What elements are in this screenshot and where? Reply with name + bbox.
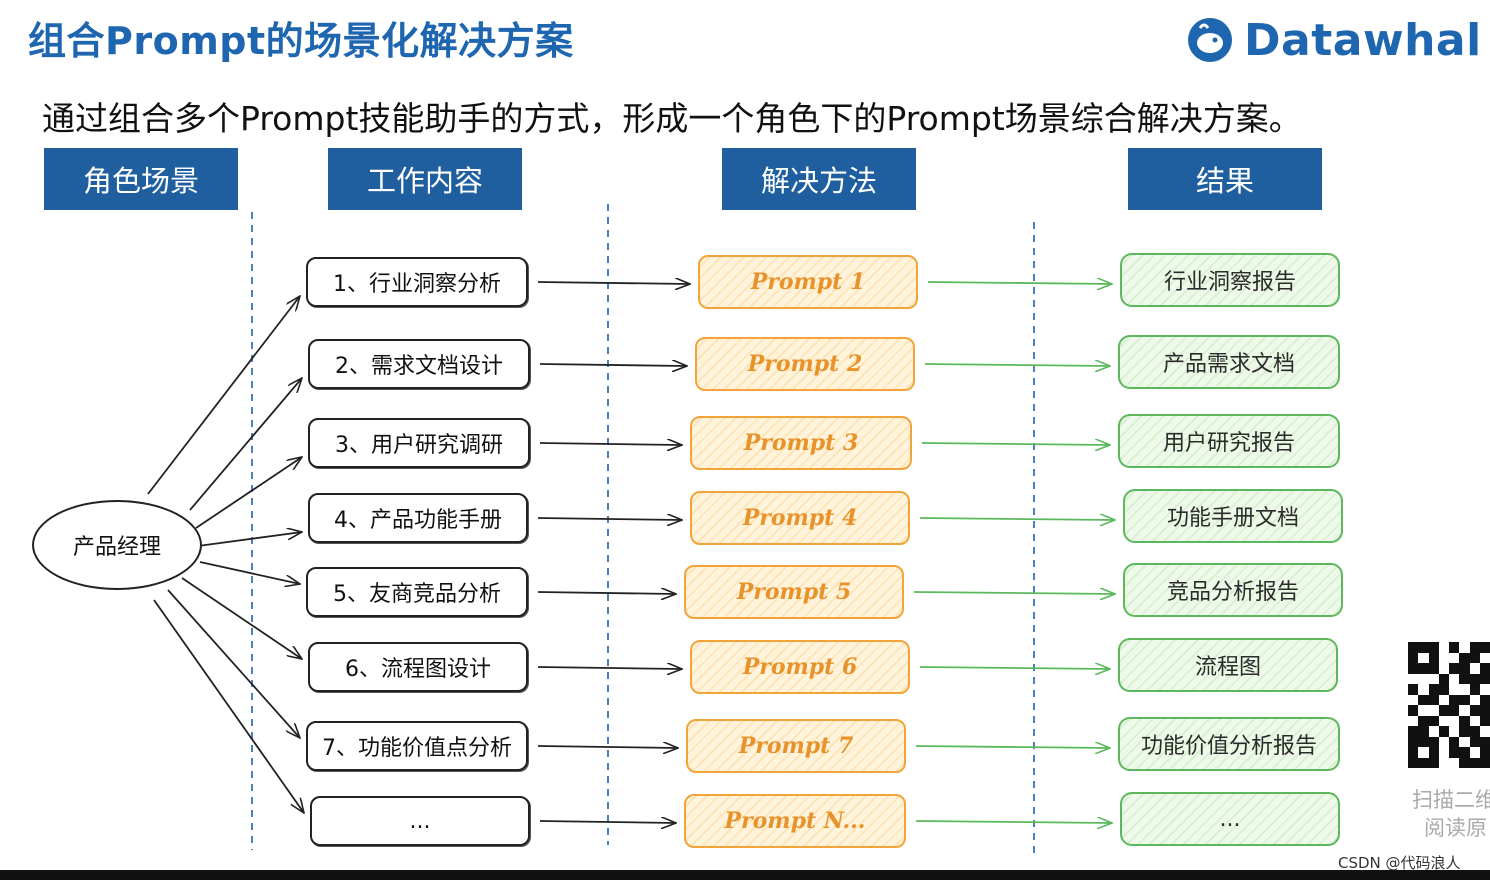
prompt-to-result-arrow [915,746,1110,748]
task-box: 6、流程图设计 [308,642,528,692]
prompt-box: Prompt 2 [695,337,915,391]
prompt-to-result-arrow [921,443,1110,445]
role-to-task-arrow [167,589,300,738]
prompt-to-result-arrow [919,518,1115,520]
task-to-prompt-arrow [539,364,687,366]
task-box: 4、产品功能手册 [308,493,528,543]
result-box: 产品需求文档 [1118,335,1340,389]
subtitle: 通过组合多个Prompt技能助手的方式，形成一个角色下的Prompt场景综合解决… [42,99,1302,138]
result-box: 行业洞察报告 [1120,253,1340,307]
result-box: 功能价值分析报告 [1118,717,1340,771]
datawhale-logo: Datawhal [1186,12,1482,68]
qr-caption-line2: 阅读原 [1424,816,1487,840]
prompt-to-result-arrow [913,592,1115,594]
role-to-task-arrow [181,577,302,659]
task-to-prompt-arrow [537,667,682,669]
task-to-prompt-arrow [537,282,690,284]
prompt-box: Prompt 3 [690,416,912,470]
result-box: 竞品分析报告 [1123,563,1343,617]
task-box: ... [310,796,530,846]
task-to-prompt-arrow [539,821,676,823]
prompt-to-result-arrow [924,364,1110,366]
task-to-prompt-arrow [537,518,682,520]
header-role-scene: 角色场景 [44,148,238,210]
prompt-to-result-arrow [919,667,1110,669]
result-box: 功能手册文档 [1123,489,1343,543]
prompt-box: Prompt N... [684,794,906,848]
prompt-box: Prompt 4 [690,491,910,545]
role-to-task-arrow [195,457,302,529]
task-box: 3、用户研究调研 [308,418,530,468]
role-to-task-arrow [147,296,300,495]
task-to-prompt-arrow [537,746,678,748]
result-box: 流程图 [1118,638,1338,692]
task-to-prompt-arrow [539,443,682,445]
prompt-to-result-arrow [927,282,1112,284]
page-title: 组合Prompt的场景化解决方案 [28,19,574,63]
header-work-content: 工作内容 [328,148,522,210]
task-box: 5、友商竞品分析 [306,567,528,617]
prompt-to-result-arrow [915,821,1112,823]
qr-caption-line1: 扫描二维 [1412,788,1490,812]
role-product-manager: 产品经理 [32,500,202,590]
role-to-task-arrow [153,599,304,813]
task-box: 1、行业洞察分析 [306,257,528,307]
whale-logo-icon [1188,18,1232,62]
logo-text: Datawhal [1244,14,1482,66]
prompt-box: Prompt 5 [684,565,904,619]
role-to-task-arrow [199,561,300,584]
task-box: 2、需求文档设计 [308,339,530,389]
bottom-bar [0,870,1490,880]
csdn-watermark: CSDN @代码浪人 [1338,854,1461,872]
role-to-task-arrow [189,378,302,511]
task-to-prompt-arrow [537,592,676,594]
result-box: ... [1120,792,1340,846]
header-result: 结果 [1128,148,1322,210]
prompt-box: Prompt 1 [698,255,918,309]
result-box: 用户研究报告 [1118,414,1340,468]
qr-code [1408,642,1490,768]
header-solution-method: 解决方法 [722,148,916,210]
arrow-group [147,282,1115,823]
prompt-box: Prompt 6 [690,640,910,694]
task-box: 7、功能价值点分析 [306,721,528,771]
prompt-box: Prompt 7 [686,719,906,773]
role-to-task-arrow [197,532,302,547]
